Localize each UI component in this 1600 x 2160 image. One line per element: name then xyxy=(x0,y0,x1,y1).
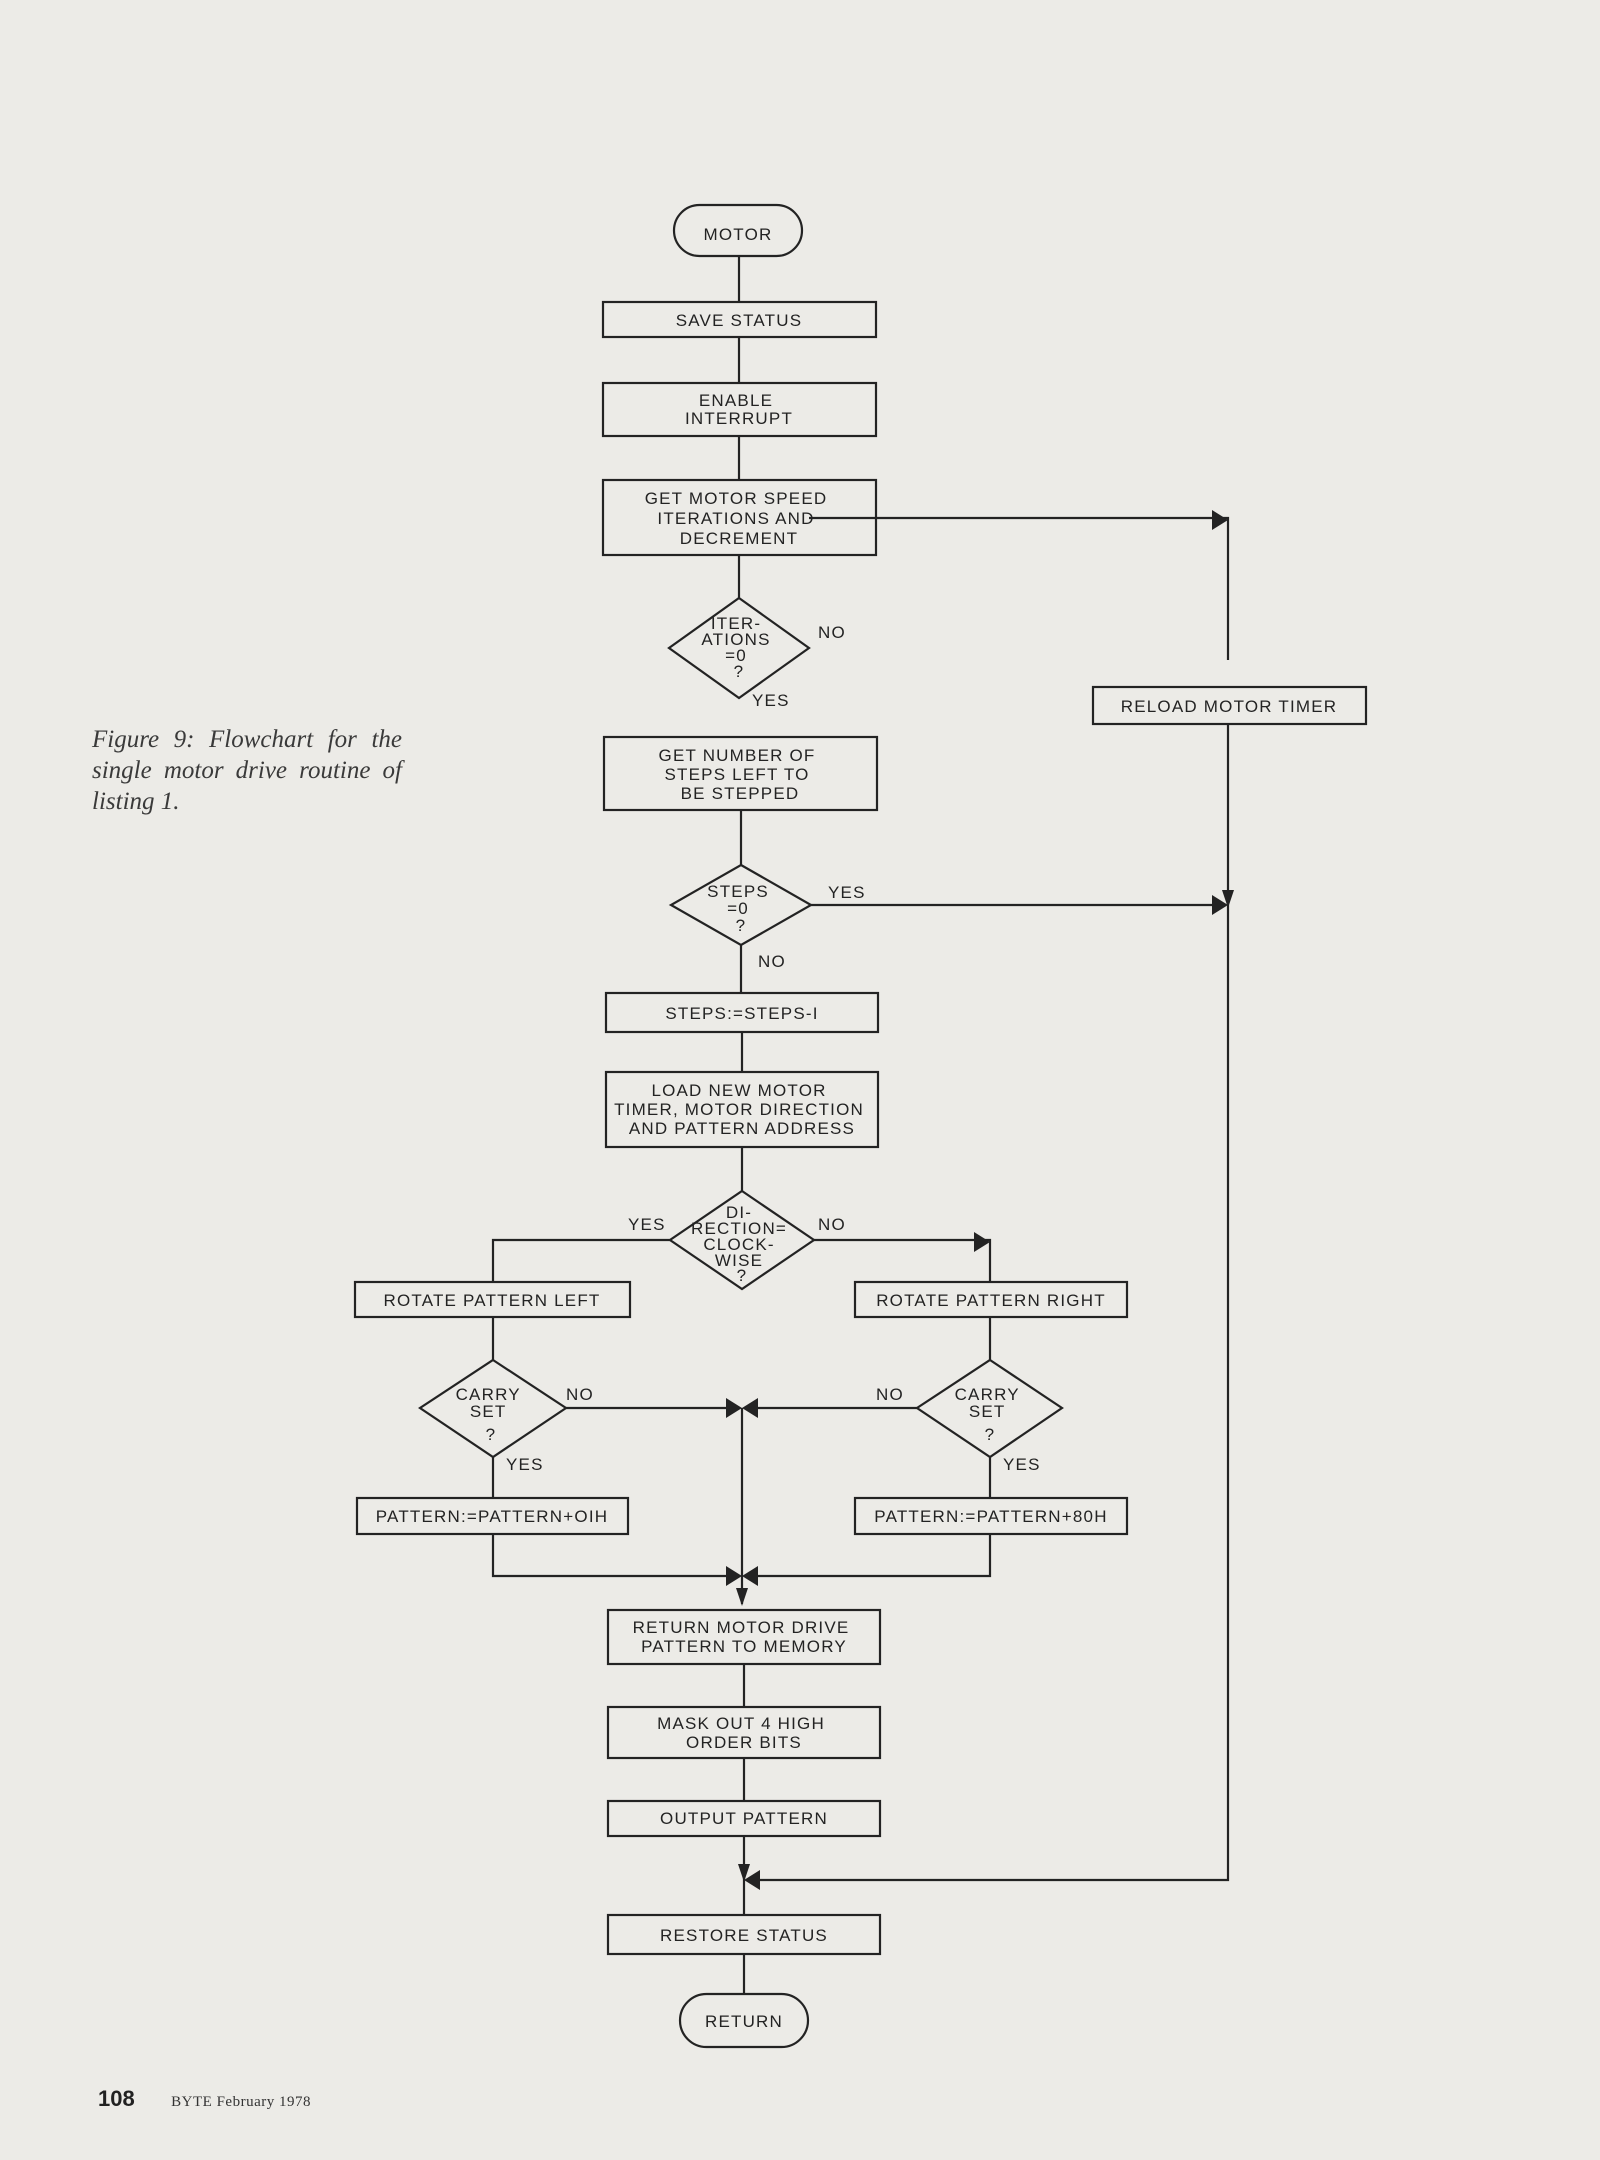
node-label: RESTORE STATUS xyxy=(660,1926,828,1945)
output-pattern-box: OUTPUT PATTERN xyxy=(606,1799,882,1838)
node-label: MOTOR xyxy=(704,225,773,244)
node-label: SAVE STATUS xyxy=(676,311,803,330)
edge-label-yes: YES xyxy=(506,1455,544,1474)
arrowhead xyxy=(974,1232,990,1252)
arrowhead xyxy=(736,1588,748,1606)
carry-set-right-decision: CARRY SET ? xyxy=(915,1358,1064,1459)
node-label: DI- RECTION= CLOCK- WISE ? xyxy=(691,1203,793,1285)
get-steps-left-box: GET NUMBER OF STEPS LEFT TO BE STEPPED xyxy=(602,735,879,812)
rotate-pattern-left-box: ROTATE PATTERN LEFT xyxy=(353,1280,632,1319)
arrowhead xyxy=(726,1398,742,1418)
reload-motor-timer-box: RELOAD MOTOR TIMER xyxy=(1091,685,1368,726)
pattern-plus-01h-box: PATTERN:=PATTERN+OIH xyxy=(355,1496,630,1536)
edge-label-no: NO xyxy=(566,1385,594,1404)
node-label: GET NUMBER OF STEPS LEFT TO BE STEPPED xyxy=(659,746,822,803)
arrowhead xyxy=(742,1398,758,1418)
node-label: ENABLE INTERRUPT xyxy=(685,391,793,428)
node-label: CARRY SET ? xyxy=(955,1385,1026,1444)
flowchart-arrowheads xyxy=(726,510,1234,1890)
connector xyxy=(750,724,1230,1882)
arrowhead xyxy=(738,1864,750,1882)
enable-interrupt-box: ENABLE INTERRUPT xyxy=(601,381,878,438)
edge-label-no: NO xyxy=(876,1385,904,1404)
decrement-steps-box: STEPS:=STEPS-I xyxy=(604,991,880,1034)
arrowhead xyxy=(1212,895,1228,915)
connector xyxy=(814,1238,992,1282)
mask-out-bits-box: MASK OUT 4 HIGH ORDER BITS xyxy=(606,1705,882,1760)
node-label: PATTERN:=PATTERN+80H xyxy=(874,1507,1107,1526)
return-pattern-box: RETURN MOTOR DRIVE PATTERN TO MEMORY xyxy=(606,1608,882,1666)
page-number: 108 xyxy=(98,2086,135,2111)
edge-label-no: NO xyxy=(758,952,786,971)
connector xyxy=(491,1534,728,1578)
edge-label-yes: YES xyxy=(828,883,866,902)
carry-set-left-decision: CARRY SET ? xyxy=(418,1358,568,1459)
arrowhead xyxy=(742,1566,758,1586)
node-label: CARRY SET ? xyxy=(456,1385,527,1444)
node-label: PATTERN:=PATTERN+OIH xyxy=(376,1507,608,1526)
figure-caption: Figure 9: Flowchart for the single motor… xyxy=(92,726,402,815)
edge-label-no: NO xyxy=(818,1215,846,1234)
arrowhead xyxy=(1222,890,1234,908)
node-label: RETURN MOTOR DRIVE PATTERN TO MEMORY xyxy=(633,1618,856,1656)
node-label: GET MOTOR SPEED ITERATIONS AND DECREMENT xyxy=(645,489,834,548)
load-motor-timer-box: LOAD NEW MOTOR TIMER, MOTOR DIRECTION AN… xyxy=(604,1070,880,1149)
pattern-plus-80h-box: PATTERN:=PATTERN+80H xyxy=(853,1496,1129,1536)
node-label: RETURN xyxy=(705,2012,783,2031)
edge-label-yes: YES xyxy=(1003,1455,1041,1474)
node-label: ROTATE PATTERN RIGHT xyxy=(876,1291,1106,1310)
page-footer: 108 BYTE February 1978 xyxy=(98,2086,311,2112)
connector xyxy=(756,1534,992,1578)
get-motor-speed-box: GET MOTOR SPEED ITERATIONS AND DECREMENT xyxy=(601,478,878,557)
connector xyxy=(809,516,1230,660)
arrowhead xyxy=(726,1566,742,1586)
rotate-pattern-right-box: ROTATE PATTERN RIGHT xyxy=(853,1280,1129,1319)
save-status-box: SAVE STATUS xyxy=(601,300,878,339)
steps-zero-decision: STEPS =0 ? xyxy=(668,863,814,947)
direction-clockwise-decision: DI- RECTION= CLOCK- WISE ? xyxy=(668,1189,816,1291)
node-label: OUTPUT PATTERN xyxy=(660,1809,828,1828)
iterations-zero-decision: ITER- ATIONS =0 ? xyxy=(667,596,811,700)
start-terminal: MOTOR xyxy=(672,203,804,258)
node-label: RELOAD MOTOR TIMER xyxy=(1121,697,1338,716)
publication-line: BYTE February 1978 xyxy=(171,2094,311,2110)
edge-label-yes: YES xyxy=(628,1215,666,1234)
edge-label-yes: YES xyxy=(752,691,790,710)
node-label: ITER- ATIONS =0 ? xyxy=(701,614,776,681)
node-label: LOAD NEW MOTOR TIMER, MOTOR DIRECTION AN… xyxy=(614,1081,870,1138)
flowchart-edge-labels: NO YES YES NO YES NO NO YES NO YES xyxy=(506,623,1041,1474)
connector xyxy=(491,1238,672,1282)
arrowhead xyxy=(744,1870,760,1890)
node-label: STEPS =0 ? xyxy=(707,882,775,935)
node-label: ROTATE PATTERN LEFT xyxy=(383,1291,600,1310)
restore-status-box: RESTORE STATUS xyxy=(606,1913,882,1956)
end-terminal: RETURN xyxy=(678,1992,810,2049)
flowchart-nodes: MOTOR SAVE STATUS ENABLE INTERRUPT xyxy=(353,203,1368,2049)
node-label: STEPS:=STEPS-I xyxy=(665,1004,818,1023)
node-label: MASK OUT 4 HIGH ORDER BITS xyxy=(657,1714,831,1752)
edge-label-no: NO xyxy=(818,623,846,642)
arrowhead xyxy=(1212,510,1228,530)
